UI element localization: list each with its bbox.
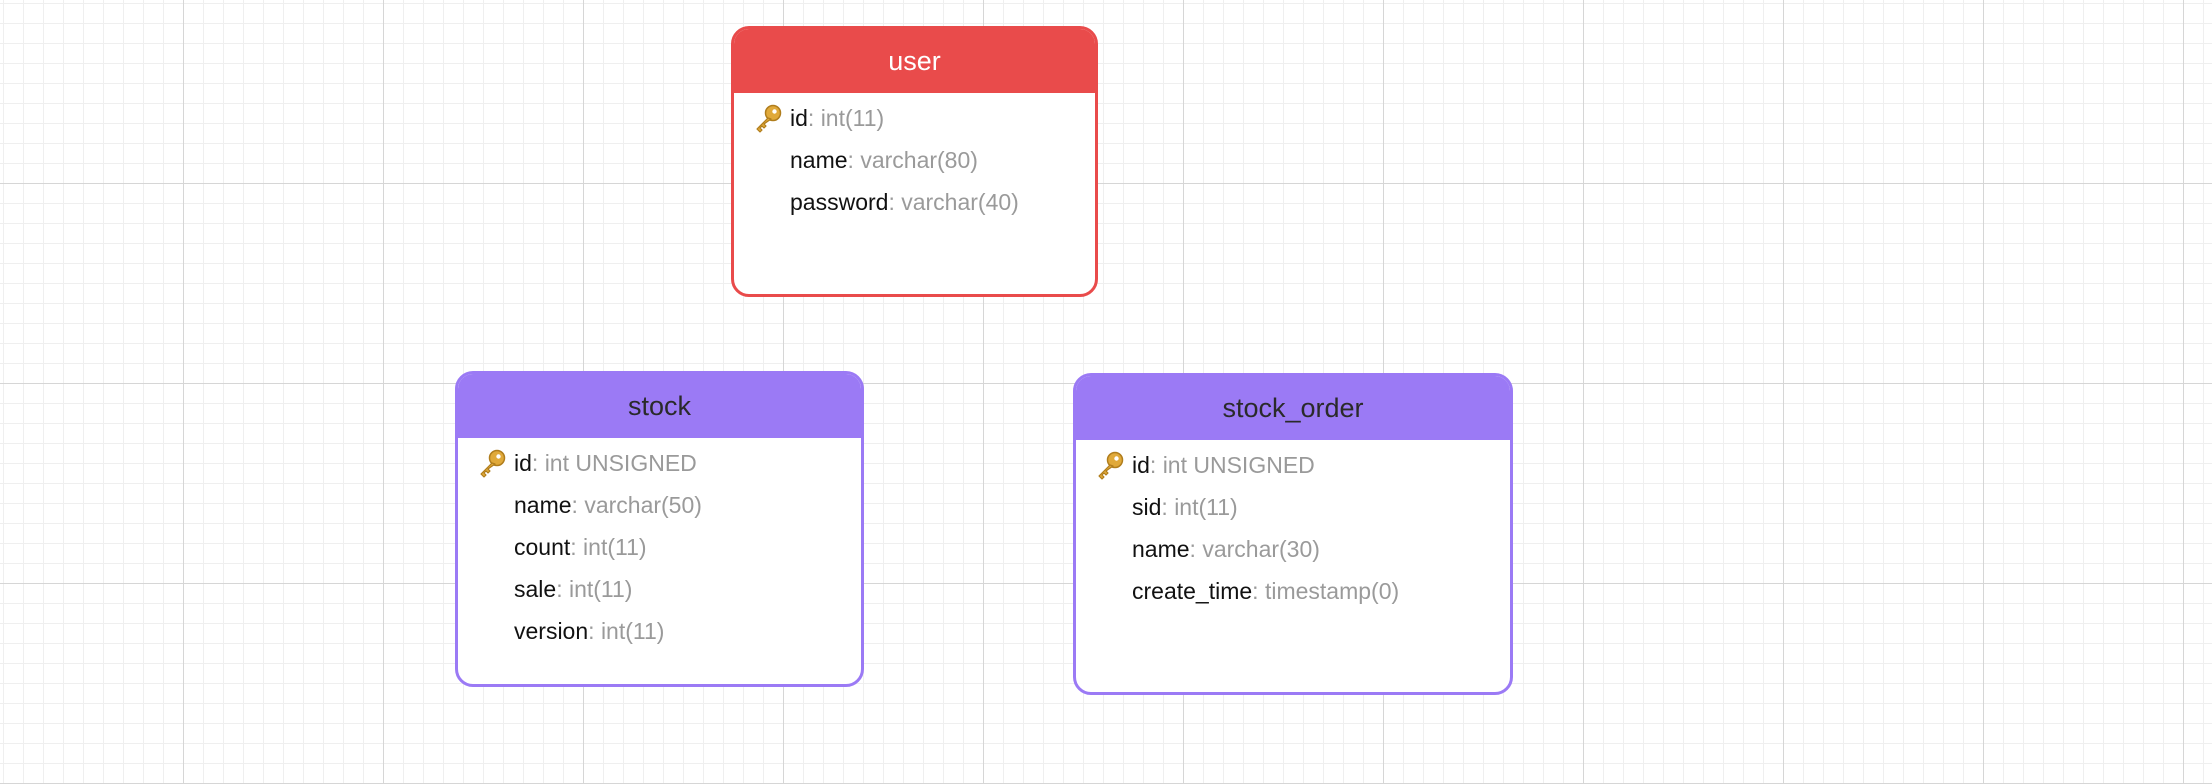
field-row[interactable]: create_time: timestamp(0) (1132, 577, 1400, 604)
field-type: int(11) (568, 575, 633, 602)
field-name: name (1132, 535, 1190, 562)
field-type: int(11) (600, 617, 665, 644)
field-name: id (514, 449, 532, 476)
field-type: int(11) (583, 533, 647, 560)
field-list: id: int(11) name: varchar(80) password: … (734, 93, 1095, 223)
entity-user[interactable]: user id: int(11) name: varchar(80) passw… (731, 26, 1098, 297)
entity-stock[interactable]: stock id: int UNSIGNED name: varchar(50)… (455, 371, 864, 687)
field-name: name (514, 491, 572, 518)
field-row[interactable]: version: int(11) (514, 617, 665, 644)
field-row[interactable]: name: varchar(30) (1132, 535, 1320, 562)
field-name: name (790, 146, 848, 173)
field-type: varchar(50) (584, 491, 702, 518)
field-row[interactable]: id: int UNSIGNED (458, 442, 861, 484)
field-type: varchar(80) (860, 146, 978, 173)
field-row[interactable]: name: varchar(50) (514, 491, 702, 518)
entity-title: user (888, 45, 941, 76)
field-row[interactable]: name: varchar(80) (790, 146, 978, 173)
field-row[interactable]: password: varchar(40) (790, 188, 1019, 215)
field-type: int UNSIGNED (1162, 451, 1315, 478)
entity-header: stock (458, 374, 861, 438)
field-name: version (514, 617, 589, 644)
key-icon (1076, 449, 1132, 481)
field-name: create_time (1132, 577, 1253, 604)
field-type: varchar(40) (901, 188, 1019, 215)
field-row[interactable]: id: int(11) (734, 97, 1095, 139)
entity-stock-order[interactable]: stock_order id: int UNSIGNED sid: int(11… (1073, 373, 1513, 695)
field-row[interactable]: count: int(11) (514, 533, 647, 560)
entity-title: stock (627, 390, 692, 421)
field-type: int(11) (820, 104, 885, 131)
field-name: sale (514, 575, 557, 602)
field-name: sid (1132, 493, 1162, 520)
field-row[interactable]: id: int UNSIGNED (1076, 444, 1510, 486)
entity-header: user (734, 29, 1095, 93)
field-list: id: int UNSIGNED sid: int(11) name: varc… (1076, 440, 1510, 612)
field-type: int(11) (1174, 493, 1238, 520)
field-list: id: int UNSIGNED name: varchar(50) count… (458, 438, 861, 652)
entity-title: stock_order (1222, 392, 1364, 423)
field-row[interactable]: sid: int(11) (1132, 493, 1238, 520)
field-row[interactable]: sale: int(11) (514, 575, 633, 602)
field-name: count (514, 533, 571, 560)
key-icon (458, 447, 514, 479)
field-type: timestamp(0) (1264, 577, 1400, 604)
field-name: password (790, 188, 889, 215)
key-icon (734, 102, 790, 134)
entity-header: stock_order (1076, 376, 1510, 440)
field-name: id (1132, 451, 1150, 478)
field-type: varchar(30) (1202, 535, 1320, 562)
field-name: id (790, 104, 808, 131)
field-type: int UNSIGNED (544, 449, 697, 476)
